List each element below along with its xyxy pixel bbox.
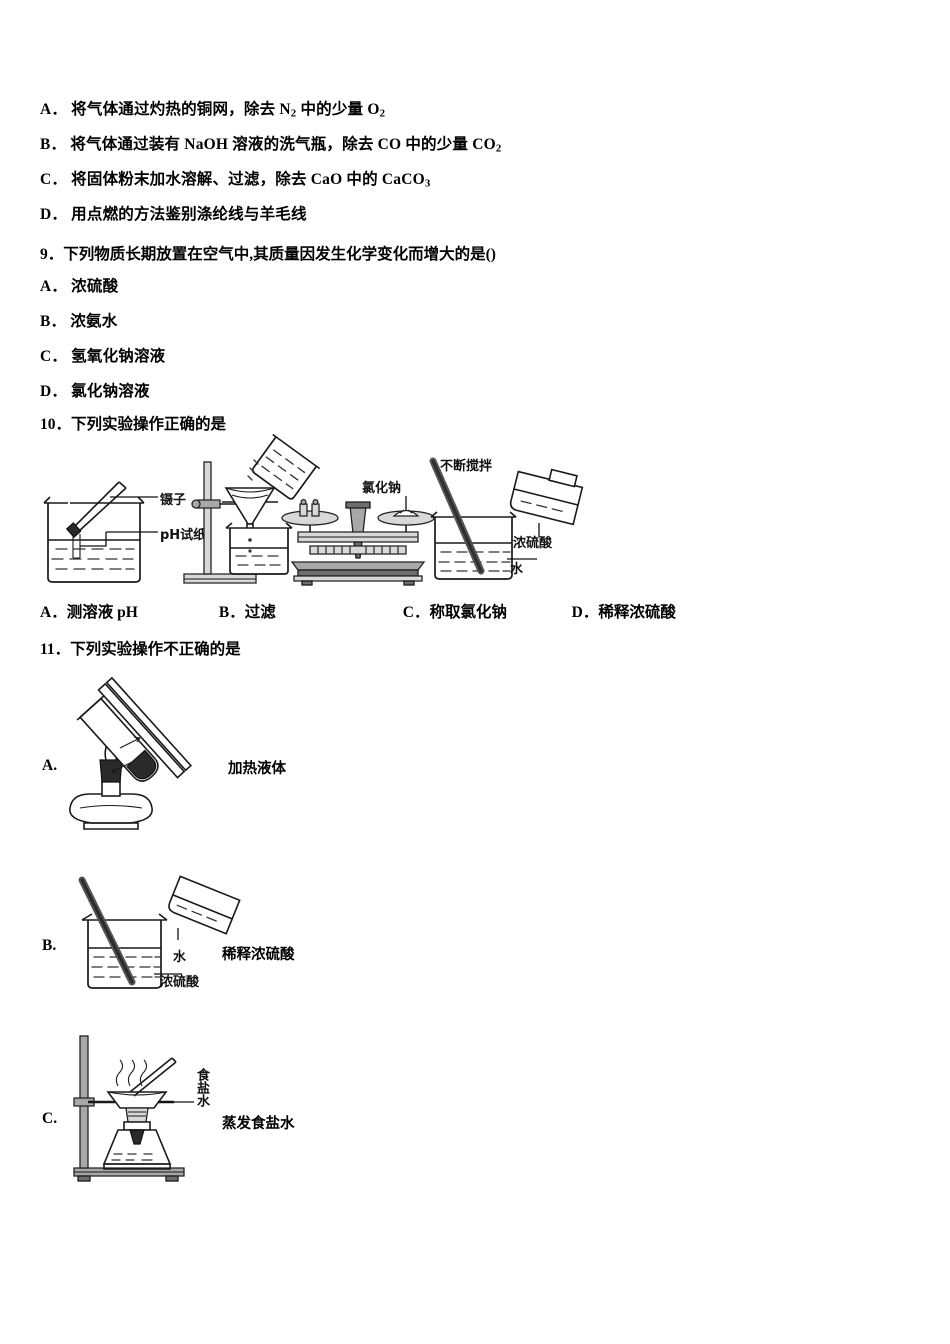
- q9-option-c: C． 氢氧化钠溶液: [40, 347, 165, 366]
- q10-figure-ph-test: [40, 470, 220, 585]
- q11-figure-evaporation: [68, 1035, 238, 1184]
- q10-options-row: A．测溶液 pH B．过滤 C．称取氯化钠 D．稀释浓硫酸: [40, 600, 676, 622]
- q8-option-a-text-1: 将气体通过灼热的铜网，除去 N: [71, 101, 291, 118]
- q10-option-b-text: 过滤: [244, 604, 276, 621]
- q9-stem: 9．下列物质长期放置在空气中,其质量因发生化学变化而增大的是(): [40, 246, 496, 263]
- q11-option-b-label-water: 水: [173, 950, 187, 965]
- q10-label-water: 水: [510, 562, 524, 577]
- q10-figure-filtration: [178, 433, 321, 590]
- q11-option-a-caption: 加热液体: [228, 761, 286, 777]
- q8-option-c-letter: C．: [40, 171, 68, 188]
- q10-label-sodium-chloride: 氯化钠: [362, 481, 402, 496]
- q8-option-a-sub-1: 2: [290, 107, 297, 120]
- q8-option-a-text-2: 中的少量 O: [296, 101, 380, 118]
- q10-option-b-letter: B．: [218, 604, 245, 621]
- q9-option-a: A． 浓硫酸: [40, 277, 118, 296]
- q10-label-concentrated-sulfuric-acid: 浓硫酸: [513, 536, 553, 551]
- q11-figure-dilution: [70, 875, 245, 1003]
- q11-option-c-letter: C.: [42, 1110, 58, 1127]
- q10-figure-balance: [281, 490, 435, 586]
- q10-option-c: C．称取氯化钠: [403, 600, 568, 622]
- q8-option-b: B． 将气体通过装有 NaOH 溶液的洗气瓶，除去 CO 中的少量 CO2: [40, 135, 502, 156]
- q10-option-c-text: 称取氯化钠: [429, 604, 507, 621]
- q10-label-ph-paper: pH试纸: [160, 528, 207, 543]
- q10-option-d-letter: D．: [571, 604, 599, 621]
- q8-option-d-text-1: 用点燃的方法鉴别涤纶线与羊毛线: [71, 206, 307, 223]
- q10-option-a-text: 测溶液 pH: [66, 604, 138, 621]
- q10-option-d-text: 稀释浓硫酸: [598, 604, 676, 621]
- q8-option-b-text-1: 将气体通过装有 NaOH 溶液的洗气瓶，除去 CO 中的少量 CO: [70, 136, 496, 153]
- q10-label-stir-constantly: 不断搅拌: [440, 459, 493, 474]
- q9-option-c-letter: C．: [40, 348, 68, 365]
- q9-option-b-letter: B．: [40, 313, 67, 330]
- q9-option-b-text: 浓氨水: [70, 313, 118, 330]
- q9-option-b: B． 浓氨水: [40, 312, 117, 331]
- q11-stem: 11．下列实验操作不正确的是: [40, 641, 241, 658]
- q8-option-a-sub-2: 2: [379, 107, 386, 120]
- q9-option-a-text: 浓硫酸: [71, 278, 119, 295]
- q8-option-c-sub-1: 3: [424, 177, 431, 190]
- q8-option-c-text-1: 将固体粉末加水溶解、过滤，除去 CaO 中的 CaCO: [71, 171, 425, 188]
- q8-option-a-letter: A．: [40, 101, 68, 118]
- q8-option-d-letter: D．: [40, 206, 68, 223]
- q8-option-b-letter: B．: [40, 136, 67, 153]
- q11-figure-heating-liquid: [62, 676, 272, 836]
- q11-option-a-letter: A.: [42, 757, 58, 774]
- q9-option-c-text: 氢氧化钠溶液: [71, 348, 166, 365]
- q11-option-c-label-salt-water: 食盐水: [194, 1068, 209, 1107]
- q9-option-d-text: 氯化钠溶液: [71, 383, 150, 400]
- q8-option-c: C． 将固体粉末加水溶解、过滤，除去 CaO 中的 CaCO3: [40, 170, 431, 191]
- q8-option-d: D． 用点燃的方法鉴别涤纶线与羊毛线: [40, 205, 307, 224]
- q10-figure-dilution: [425, 455, 590, 585]
- q11-option-b-letter: B.: [42, 937, 57, 954]
- q11-option-b-caption: 稀释浓硫酸: [222, 947, 295, 963]
- q9-option-a-letter: A．: [40, 278, 68, 295]
- q11-option-b-label-acid: 浓硫酸: [160, 975, 200, 990]
- q8-option-b-sub-1: 2: [495, 142, 502, 155]
- q10-stem: 10．下列实验操作正确的是: [40, 416, 227, 433]
- q11-option-c-caption: 蒸发食盐水: [222, 1116, 295, 1132]
- q10-option-a: A．测溶液 pH: [40, 600, 215, 622]
- q10-option-a-letter: A．: [40, 604, 67, 621]
- q8-option-a: A． 将气体通过灼热的铜网，除去 N2 中的少量 O2: [40, 100, 385, 121]
- q10-label-tweezers: 镊子: [160, 493, 187, 508]
- q10-option-d: D．稀释浓硫酸: [572, 600, 676, 622]
- q9-option-d-letter: D．: [40, 383, 68, 400]
- q10-option-c-letter: C．: [402, 604, 430, 621]
- q10-option-b: B．过滤: [219, 600, 399, 622]
- q9-option-d: D． 氯化钠溶液: [40, 382, 150, 401]
